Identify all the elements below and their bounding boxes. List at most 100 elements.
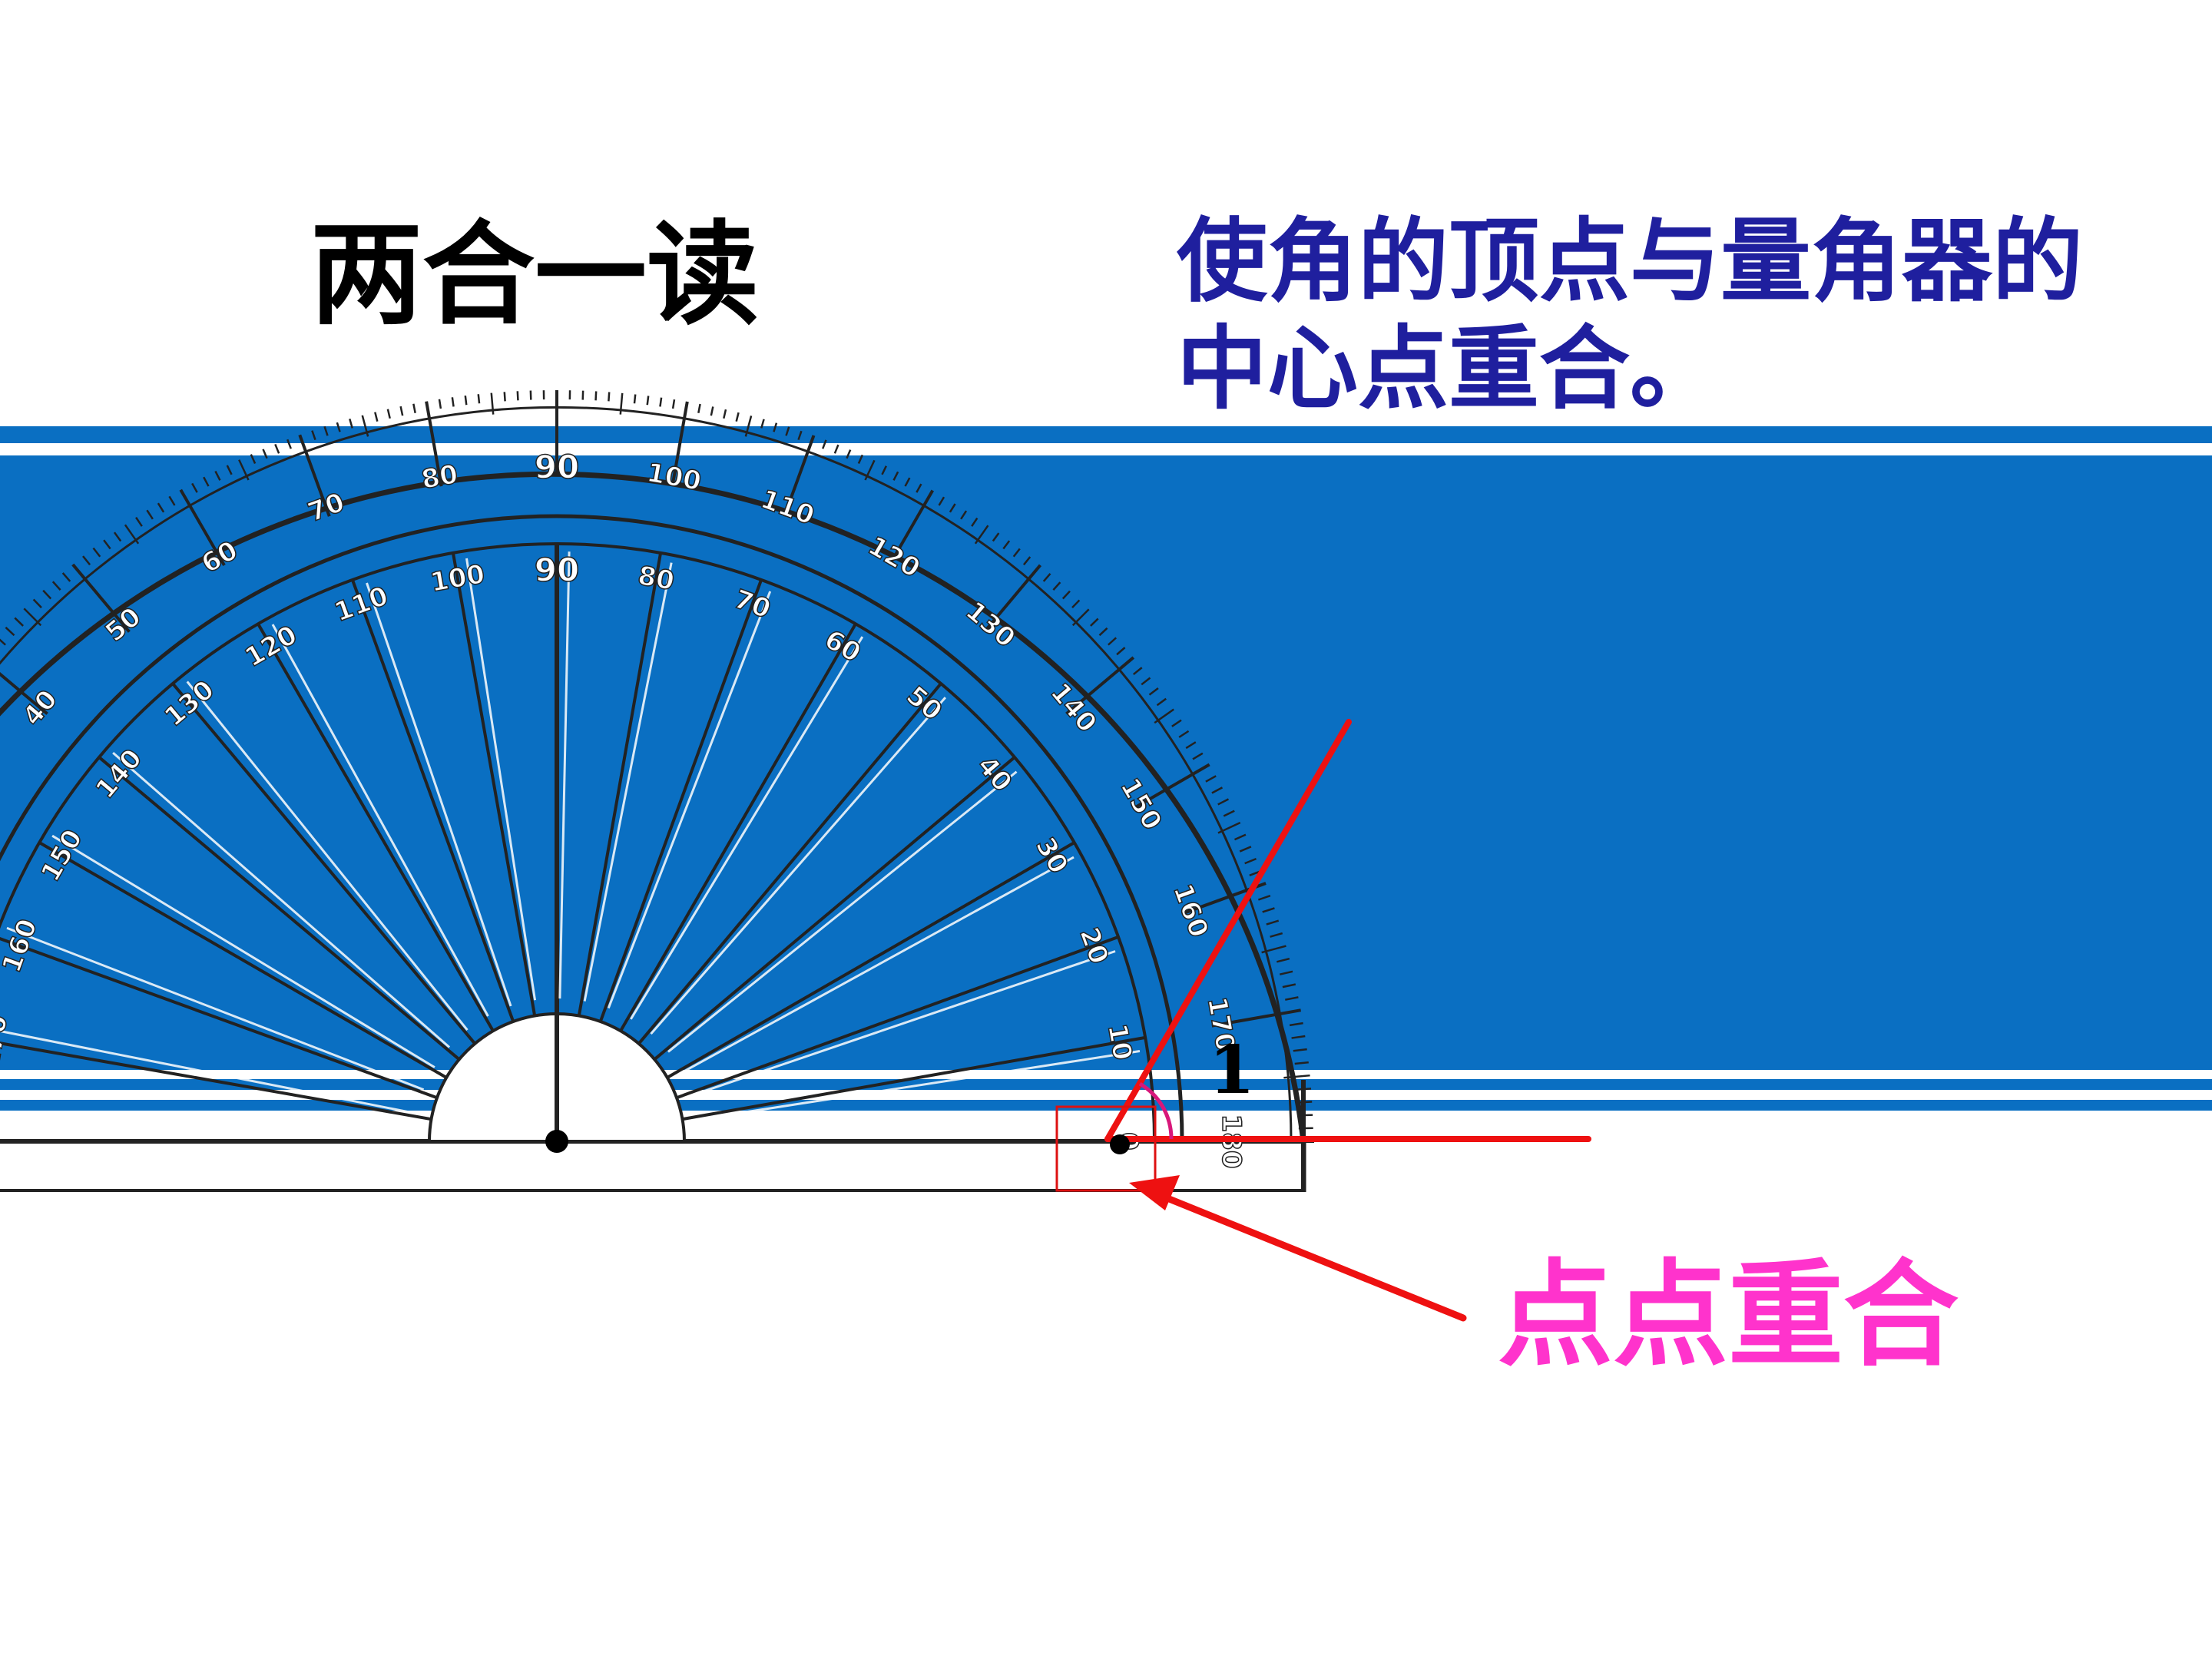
- tick-101: [411, 397, 416, 413]
- tick-5: [1283, 1074, 1312, 1079]
- spoke-30: [666, 841, 1075, 1079]
- tick-138: [0, 634, 6, 646]
- angle-arc-mark: [1138, 1081, 1174, 1140]
- spoke-highlight-110: [366, 582, 512, 1007]
- tick-110: [296, 429, 331, 517]
- ruler-strip: [0, 1137, 1303, 1192]
- inner-scale-label-80: 80: [635, 560, 677, 597]
- tick-3: [1297, 1101, 1313, 1104]
- tick-86: [608, 390, 611, 402]
- spoke-highlight-80: [583, 562, 673, 1002]
- tick-99: [437, 392, 442, 409]
- tick-60: [888, 485, 937, 567]
- tick-4: [1296, 1087, 1313, 1091]
- spoke-100: [451, 552, 537, 1016]
- spoke-highlight-20: [691, 950, 1116, 1097]
- spoke-highlight-50: [650, 697, 947, 1035]
- tick-88: [581, 390, 584, 400]
- spoke-130: [171, 682, 476, 1045]
- spoke-80: [577, 552, 663, 1016]
- tick-77: [723, 402, 729, 419]
- tick-35: [1154, 706, 1178, 724]
- spoke-highlight-100: [465, 558, 537, 1001]
- spoke-170: [0, 1035, 432, 1121]
- tick-83: [646, 390, 651, 406]
- tick-78: [710, 400, 716, 416]
- inner-scale-label-90: 90: [535, 551, 579, 589]
- tick-81: [671, 392, 677, 409]
- tick-94: [502, 390, 506, 402]
- spoke-highlight-140: [112, 751, 451, 1048]
- tick-76: [735, 406, 741, 422]
- spoke-50: [637, 682, 942, 1045]
- tick-25: [1217, 820, 1244, 834]
- outer-scale-label-80: 80: [419, 459, 461, 496]
- tick-17: [1266, 919, 1282, 926]
- point-overlap-callout: 点点重合: [1498, 1249, 1959, 1382]
- spoke-highlight-40: [667, 770, 1018, 1053]
- scale-separator-arc: [0, 514, 1184, 1142]
- angle-diagram: [1055, 719, 1591, 1192]
- protractor-outline: [0, 471, 1306, 1192]
- tick-2: [1298, 1114, 1314, 1117]
- tick-10: [1211, 1008, 1303, 1028]
- tick-8: [1291, 1035, 1307, 1039]
- outer-scale-label-90: 90: [535, 449, 579, 486]
- tick-97: [463, 390, 468, 406]
- spoke-140: [98, 756, 461, 1061]
- spoke-60: [619, 623, 857, 1032]
- inner-scale-label-180: 180: [0, 1114, 1, 1169]
- tick-106: [347, 412, 353, 429]
- tick-12: [1282, 982, 1298, 988]
- tick-79: [697, 397, 703, 413]
- tick-6: [1294, 1061, 1310, 1065]
- tick-120: [177, 485, 226, 567]
- tick-9: [1289, 1022, 1306, 1027]
- tick-80: [671, 395, 690, 487]
- spoke-110: [351, 579, 515, 1022]
- tick-30: [1131, 761, 1214, 810]
- tick-50: [983, 560, 1045, 633]
- angle-vertex-dot: [1110, 1134, 1130, 1154]
- tick-74: [760, 412, 767, 429]
- tick-135: [20, 604, 42, 627]
- tick-140: [0, 653, 48, 715]
- tick-93: [516, 390, 519, 401]
- spoke-highlight-90: [558, 551, 571, 999]
- spoke-highlight-120: [271, 624, 489, 1017]
- tick-7: [1293, 1048, 1309, 1052]
- inner-scale-label-10: 10: [1101, 1022, 1138, 1063]
- spoke-150: [38, 841, 448, 1079]
- tick-11: [1285, 995, 1301, 1001]
- spoke-40: [653, 756, 1016, 1061]
- spoke-70: [598, 579, 763, 1022]
- tick-130: [68, 560, 131, 633]
- arrow-head: [1129, 1175, 1180, 1210]
- spoke-highlight-70: [607, 591, 772, 1009]
- spoke-highlight-30: [681, 856, 1075, 1074]
- spoke-highlight-150: [51, 834, 435, 1068]
- vertex-highlight-box: [1055, 1105, 1157, 1192]
- pointer-arrow: [1129, 1175, 1467, 1322]
- spoke-160: [0, 935, 438, 1100]
- spoke-120: [257, 623, 495, 1032]
- tick-70: [783, 429, 818, 517]
- slide-title: 两合一读: [310, 209, 759, 340]
- tick-98: [450, 391, 455, 407]
- spoke-highlight-10: [697, 1050, 1141, 1121]
- tick-102: [398, 400, 404, 416]
- spoke-10: [682, 1035, 1146, 1121]
- tick-84: [633, 390, 637, 404]
- background-band: [0, 426, 2212, 1111]
- tick-100: [423, 395, 443, 487]
- spoke-highlight-170: [0, 1025, 417, 1115]
- tick-40: [1065, 653, 1138, 715]
- tick-13: [1279, 969, 1296, 975]
- tick-103: [385, 402, 391, 419]
- angle-ray-upper: [1104, 719, 1352, 1142]
- tick-16: [1270, 932, 1286, 938]
- tick-14: [1277, 957, 1293, 963]
- instruction-text: 使角的顶点与量角器的中心点重合。: [1177, 208, 2084, 422]
- protractor-center-dot: [545, 1130, 568, 1153]
